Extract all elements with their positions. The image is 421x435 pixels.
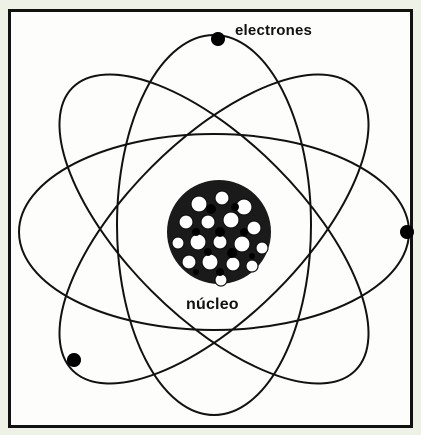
electron-dot-right	[400, 225, 414, 239]
electron-dot-bottom-left	[67, 353, 81, 367]
electrons-label: electrones	[235, 22, 312, 39]
electron-dot-top	[211, 32, 225, 46]
nucleus	[167, 180, 271, 286]
nucleus-label: núcleo	[186, 296, 239, 314]
